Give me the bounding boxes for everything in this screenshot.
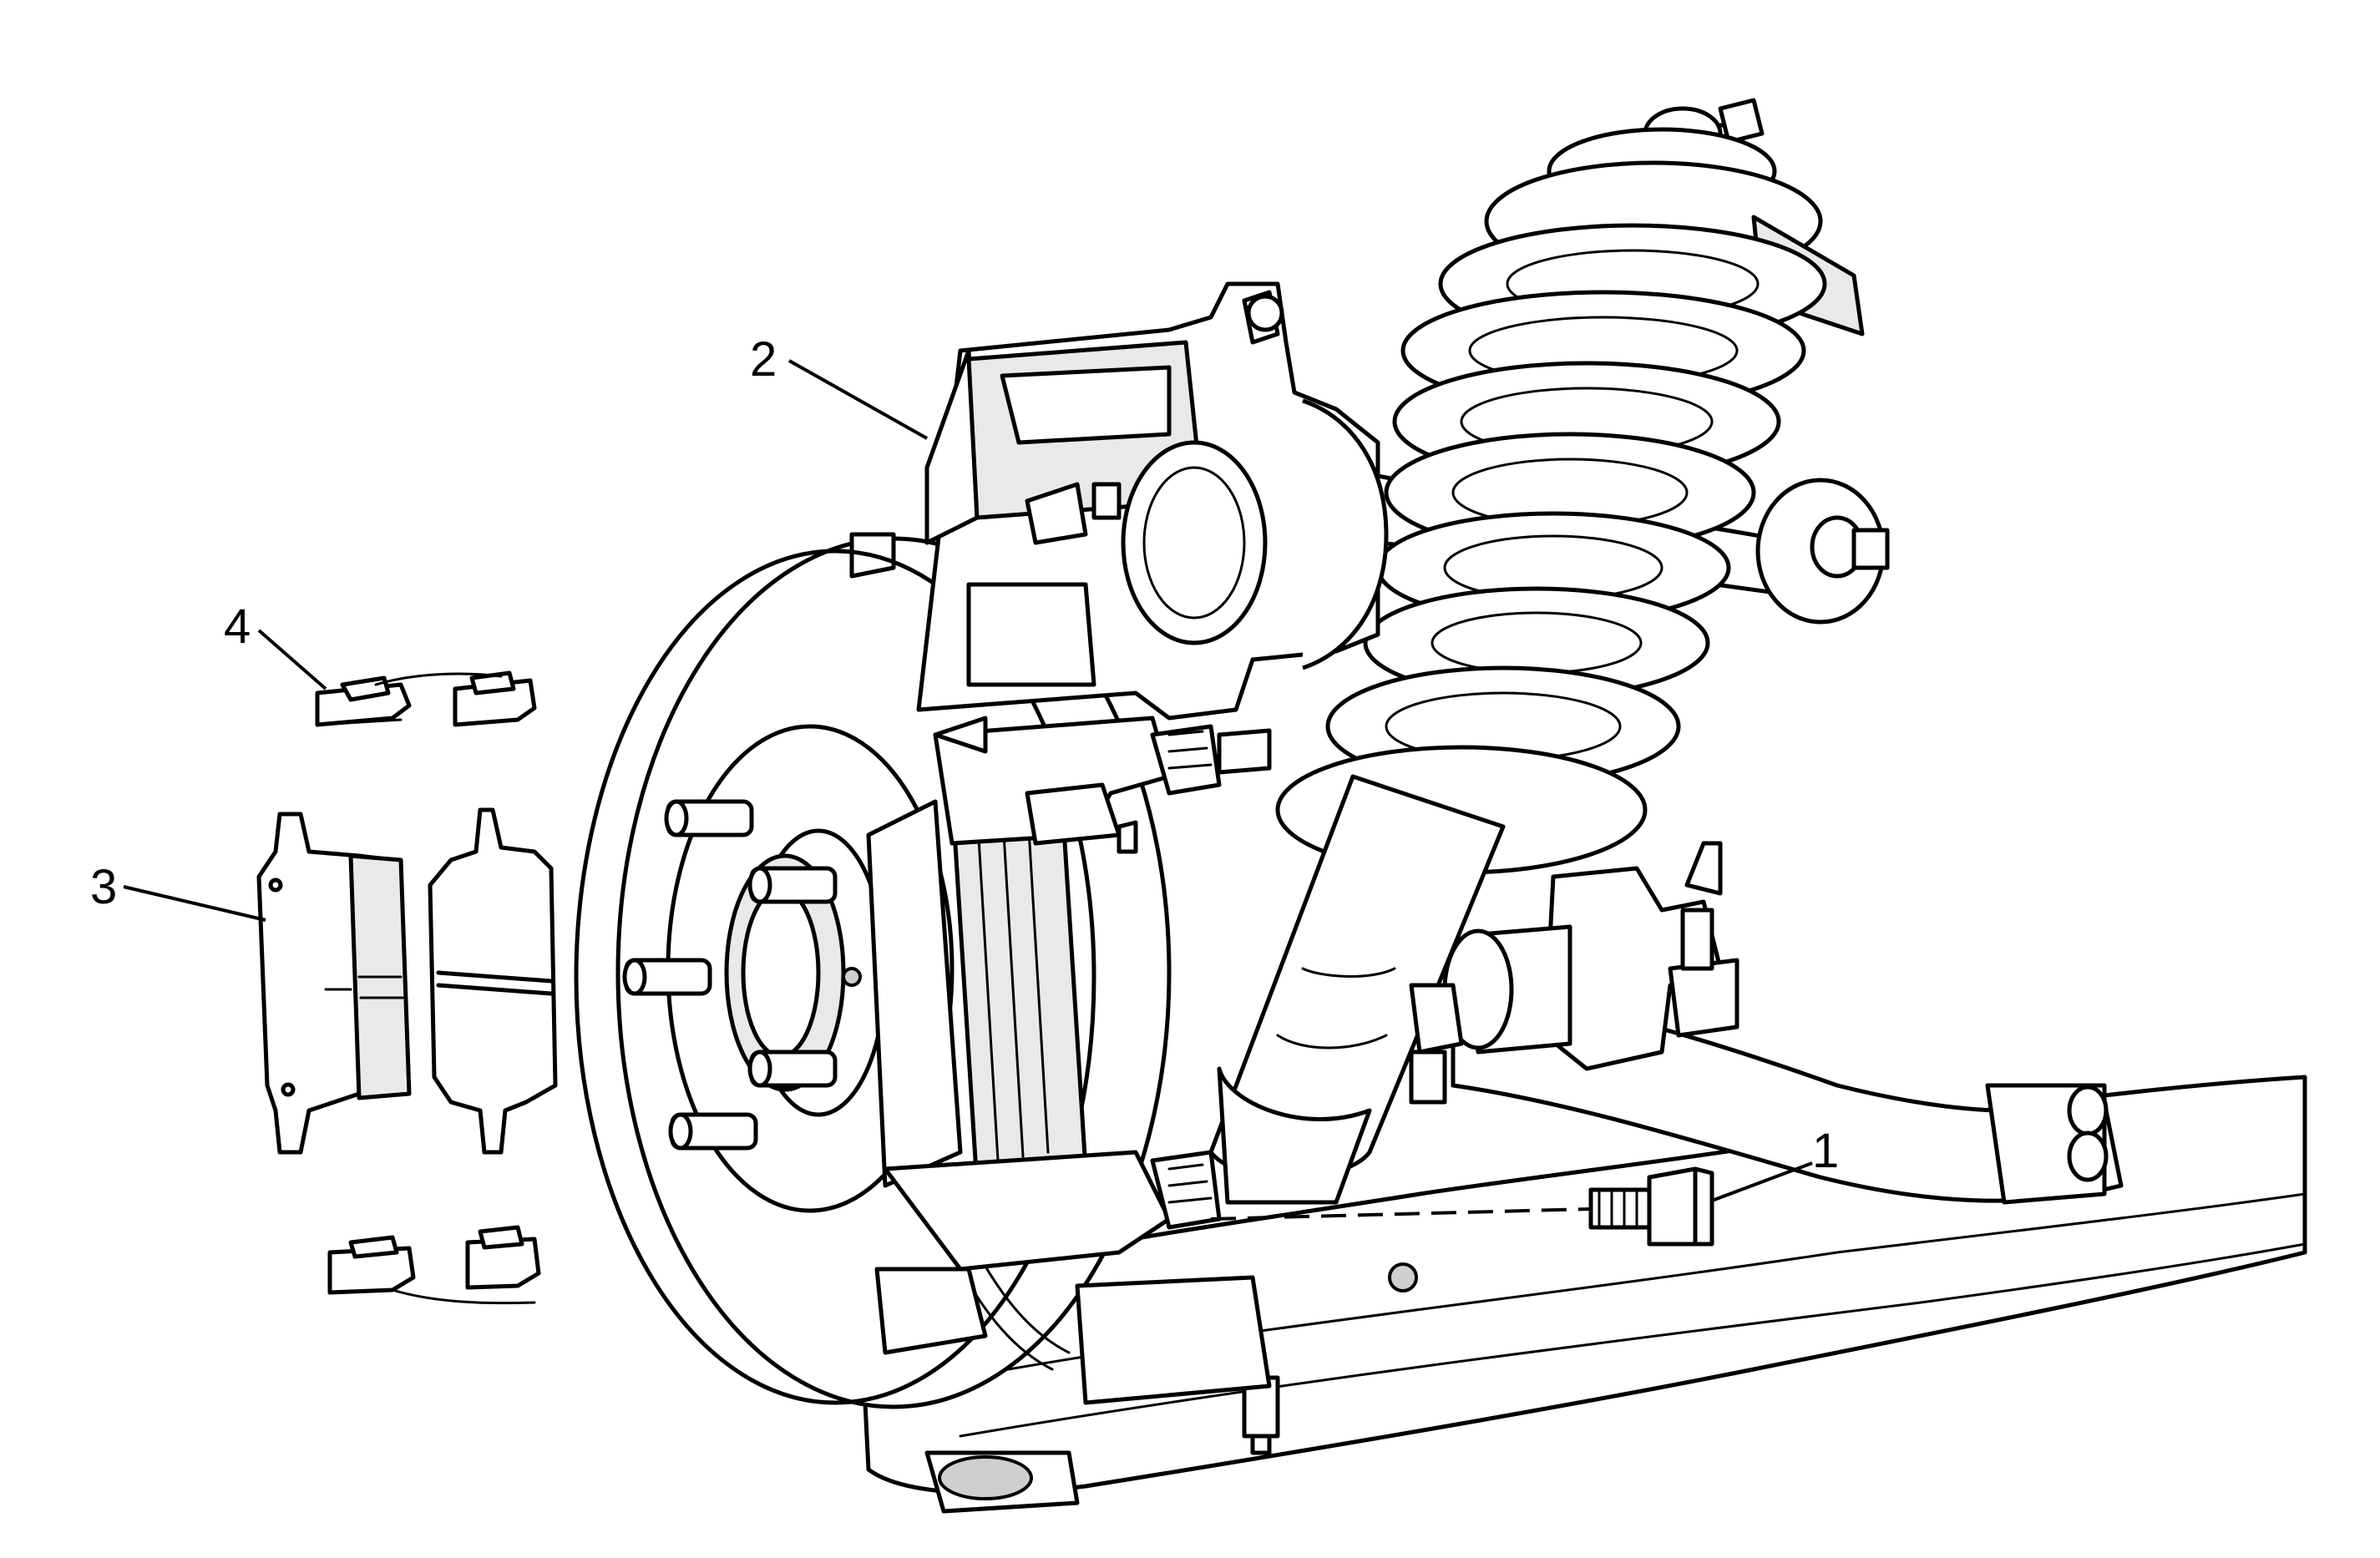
leader-lines (123, 359, 1813, 1202)
leader-line-2 (788, 359, 928, 440)
brake-caliper (916, 281, 1389, 721)
callout-2: 2 (750, 332, 777, 387)
callout-4: 4 (224, 599, 251, 654)
callout-1: 1 (1812, 1124, 1839, 1178)
leader-line-4 (257, 629, 327, 690)
caliper-bracket (866, 716, 1272, 1405)
callout-3: 3 (90, 860, 117, 914)
strut-assembly (1208, 98, 1890, 1205)
brake-pads (256, 807, 558, 1155)
wheel-studs (622, 799, 838, 1151)
stabilizer-link (1442, 841, 1739, 1071)
callout-labels: 1 2 3 4 (90, 332, 1839, 1178)
pad-retainer-clips (315, 670, 541, 1305)
leader-line-1 (1711, 1161, 1813, 1202)
caliper-bolt (1210, 1166, 1714, 1247)
leader-line-3 (123, 885, 266, 922)
